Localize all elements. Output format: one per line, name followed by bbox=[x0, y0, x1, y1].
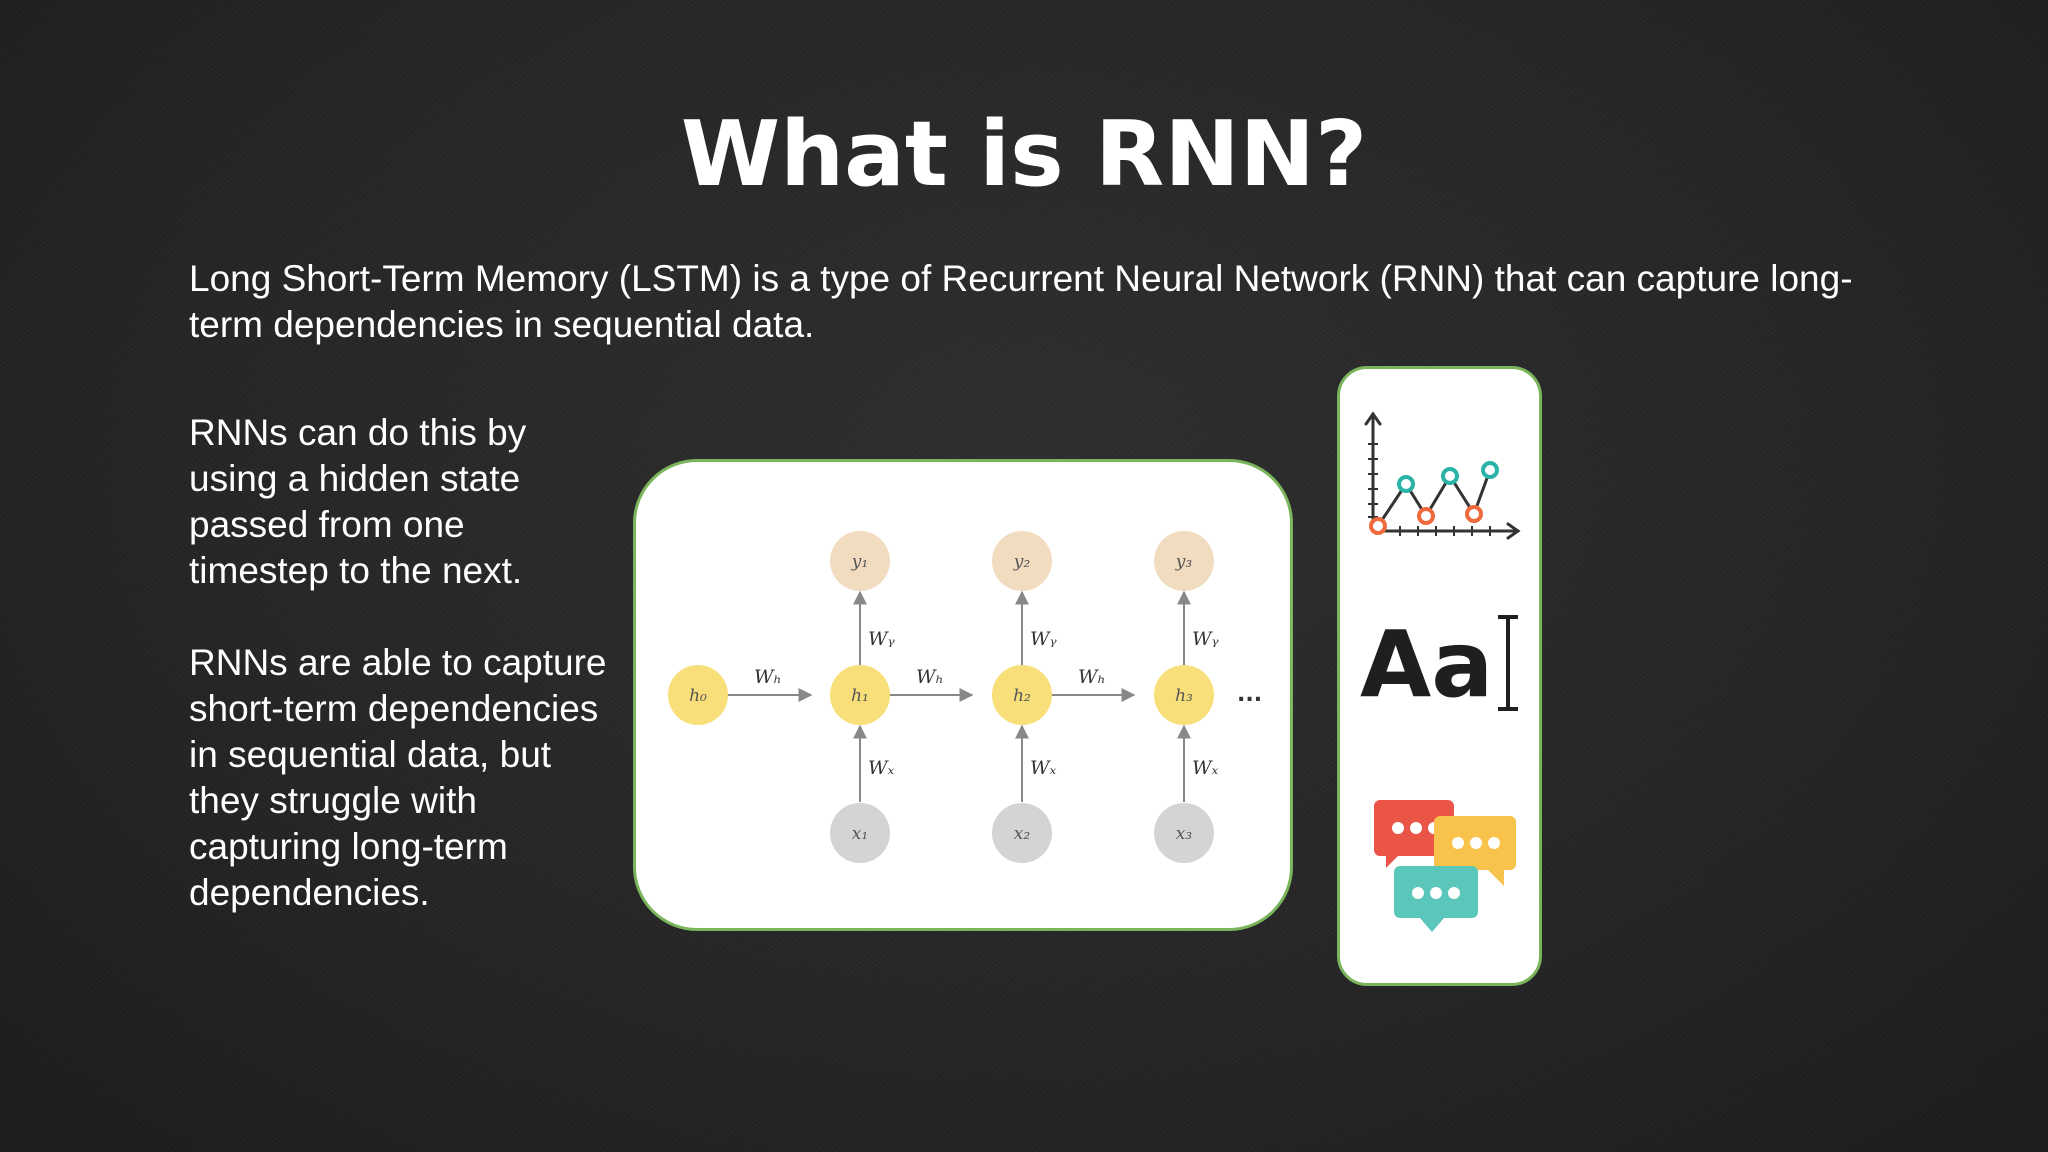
hidden-node-1 bbox=[830, 665, 890, 725]
weight-h-label-3: Wₕ bbox=[1078, 666, 1106, 688]
weight-h-label-2: Wₕ bbox=[916, 666, 944, 688]
intro-paragraph: Long Short-Term Memory (LSTM) is a type … bbox=[189, 258, 1853, 345]
line-chart-icon bbox=[1364, 411, 1521, 540]
output-node-label-2: y₂ bbox=[1013, 552, 1031, 572]
input-node-label-2: x₂ bbox=[1014, 824, 1031, 844]
typography-text: Aa bbox=[1360, 613, 1493, 718]
slide-title: What is RNN? bbox=[680, 102, 1368, 207]
continuation-ellipsis: ... bbox=[1237, 682, 1262, 707]
hidden-node-label-3: h₃ bbox=[1175, 686, 1193, 706]
input-node-label-1: x₁ bbox=[852, 824, 868, 844]
input-node-label-3: x₃ bbox=[1176, 824, 1193, 844]
output-node-label-3: y₃ bbox=[1175, 552, 1193, 572]
initial-state-node bbox=[668, 665, 728, 725]
weight-x-label-2: Wₓ bbox=[1030, 757, 1057, 779]
output-node-2 bbox=[992, 531, 1052, 591]
output-node-label-1: y₁ bbox=[851, 552, 868, 572]
weight-y-label-2: Wᵧ bbox=[1030, 628, 1058, 650]
hidden-node-3 bbox=[1154, 665, 1214, 725]
weight-y-label-1: Wᵧ bbox=[868, 628, 896, 650]
hidden-node-label-1: h₁ bbox=[851, 686, 869, 706]
hidden-node-label-2: h₂ bbox=[1013, 686, 1031, 706]
rnn-diagram-card: Wₕ Wₕ Wₕ Wᵧ Wᵧ Wᵧ Wₓ Wₓ Wₓ h₀ h₁ h₂ h₃ y… bbox=[633, 459, 1293, 931]
icon-card: Aa bbox=[1337, 366, 1542, 986]
paragraph-short-term: RNNs are able to capture short-term depe… bbox=[189, 642, 607, 913]
left-text-column: RNNs can do this by using a hidden state… bbox=[189, 410, 609, 962]
output-node-3 bbox=[1154, 531, 1214, 591]
weight-x-label-1: Wₓ bbox=[868, 757, 895, 779]
input-node-2 bbox=[992, 803, 1052, 863]
paragraph-hidden-state: RNNs can do this by using a hidden state… bbox=[189, 412, 527, 591]
typography-icon: Aa bbox=[1360, 613, 1518, 718]
weight-h-label-1: Wₕ bbox=[754, 666, 782, 688]
weight-y-label-3: Wᵧ bbox=[1192, 628, 1220, 650]
hidden-node-2 bbox=[992, 665, 1052, 725]
rnn-unrolled-diagram: Wₕ Wₕ Wₕ Wᵧ Wᵧ Wᵧ Wₓ Wₓ Wₓ h₀ h₁ h₂ h₃ y… bbox=[668, 531, 1262, 863]
initial-state-label: h₀ bbox=[689, 686, 707, 706]
input-node-3 bbox=[1154, 803, 1214, 863]
input-node-1 bbox=[830, 803, 890, 863]
chat-bubbles-icon bbox=[1374, 800, 1516, 932]
weight-x-label-3: Wₓ bbox=[1192, 757, 1219, 779]
output-node-1 bbox=[830, 531, 890, 591]
